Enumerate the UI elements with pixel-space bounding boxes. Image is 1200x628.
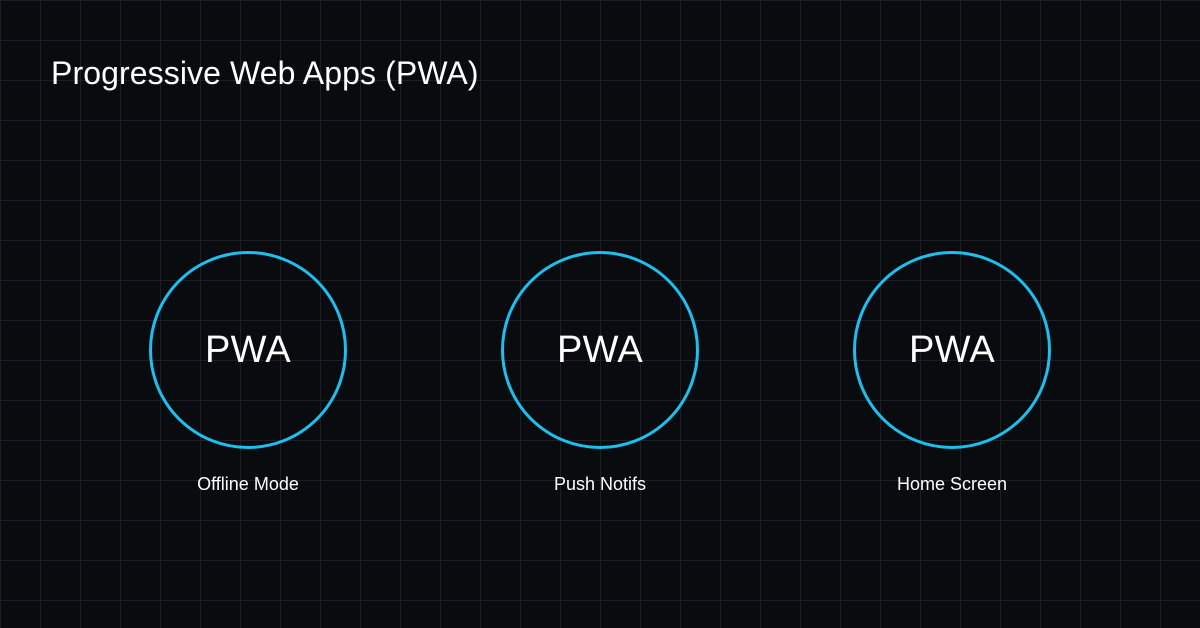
node-core-label: PWA [204, 329, 292, 371]
node-caption: Push Notifs [553, 474, 647, 494]
page-title: Progressive Web Apps (PWA) [51, 55, 479, 91]
node-circle-outline: PWA [501, 251, 699, 449]
node-circle-outline: PWA [853, 251, 1051, 449]
feature-node-offline-mode[interactable]: PWA Offline Mode [149, 251, 347, 494]
node-caption: Offline Mode [197, 474, 299, 494]
feature-node-push-notifs[interactable]: PWA Push Notifs [501, 251, 699, 494]
node-caption: Home Screen [896, 474, 1008, 494]
node-core-label: PWA [556, 329, 644, 371]
feature-node-home-screen[interactable]: PWA Home Screen [853, 251, 1051, 494]
node-circle-outline: PWA [149, 251, 347, 449]
node-core-label: PWA [908, 329, 996, 371]
